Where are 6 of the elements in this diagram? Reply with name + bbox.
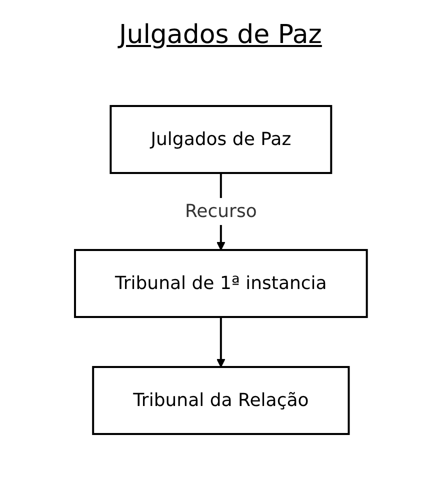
node-box: Tribunal da Relação [92, 366, 350, 435]
edge-label: Recurso [184, 201, 256, 222]
diagram-title: Julgados de Paz [116, 20, 323, 50]
node-box: Julgados de Paz [109, 105, 332, 174]
node-box: Tribunal de 1ª instancia [74, 249, 368, 318]
arrow [216, 317, 225, 368]
